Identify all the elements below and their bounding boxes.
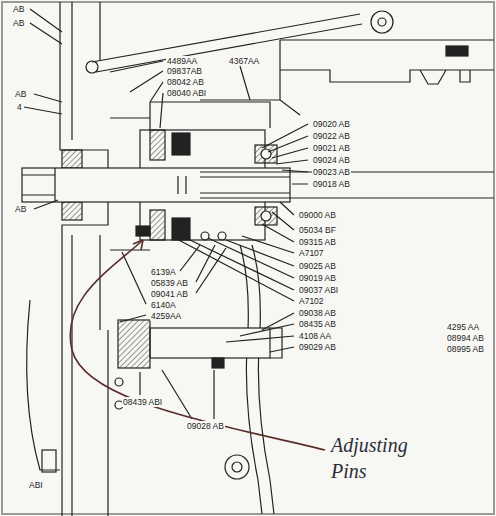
callout-number: 4108 AA bbox=[298, 331, 332, 341]
callout-number: 08995 AB bbox=[446, 344, 485, 354]
callout-number: 09000 AB bbox=[298, 210, 337, 220]
callout-number: 09023 AB bbox=[312, 167, 351, 177]
callout-number: 05034 BF bbox=[298, 225, 337, 235]
callout-number: 09024 AB bbox=[312, 155, 351, 165]
callout-number: 08040 ABI bbox=[166, 88, 207, 98]
callout-number: 09020 AB bbox=[312, 119, 351, 129]
callout-number: A7107 bbox=[298, 248, 325, 258]
callout-number: 09037 ABI bbox=[298, 285, 339, 295]
callout-number: 4295 AA bbox=[446, 322, 480, 332]
callout-number: 09041 AB bbox=[150, 289, 189, 299]
callout-number: 09029 AB bbox=[298, 342, 337, 352]
callout-number: 4489AA bbox=[166, 56, 198, 66]
callout-number: 08435 AB bbox=[298, 319, 337, 329]
callout-number: 09315 AB bbox=[298, 237, 337, 247]
callout-number: 6139A bbox=[150, 267, 177, 277]
callout-number: A7102 bbox=[298, 296, 325, 306]
callout-number: 4 bbox=[16, 102, 23, 112]
callout-number: 09018 AB bbox=[312, 179, 351, 189]
callout-number: 6140A bbox=[150, 300, 177, 310]
callout-number: AB bbox=[14, 89, 27, 99]
callout-number: AB bbox=[12, 4, 25, 14]
callout-number: 4259AA bbox=[150, 311, 182, 321]
callout-number: 05839 AB bbox=[150, 278, 189, 288]
callout-number: 09837AB bbox=[166, 66, 203, 76]
callout-number: AB bbox=[14, 204, 27, 214]
callout-number: 09028 AB bbox=[186, 421, 225, 431]
callout-number: AB bbox=[12, 18, 25, 28]
callout-number: 08042 AB bbox=[166, 77, 205, 87]
callout-number: 09021 AB bbox=[312, 143, 351, 153]
callout-number: 4367AA bbox=[228, 56, 260, 66]
callout-number: 09022 AB bbox=[312, 131, 351, 141]
handwritten-note: Adjusting Pins bbox=[330, 432, 444, 484]
callout-number: 08994 AB bbox=[446, 333, 485, 343]
callout-number: ABI bbox=[28, 480, 44, 490]
callout-number: 09038 AB bbox=[298, 308, 337, 318]
callout-number: 09025 AB bbox=[298, 261, 337, 271]
callout-number: 09019 AB bbox=[298, 273, 337, 283]
callout-number: 08439 ABI bbox=[122, 397, 163, 407]
